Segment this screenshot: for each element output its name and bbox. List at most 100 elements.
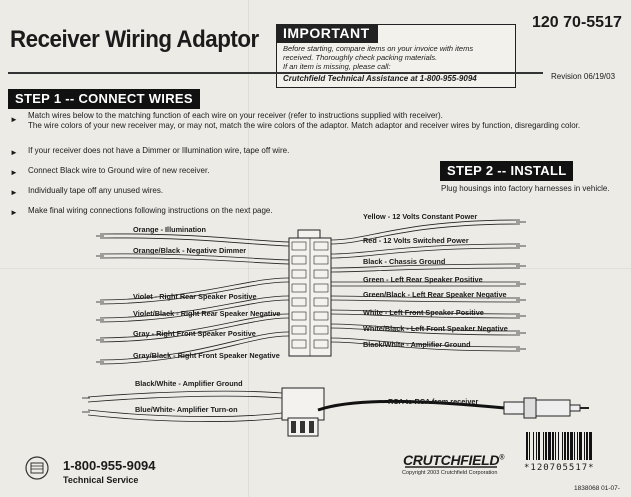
bullet-arrow-icon: ► [10, 115, 18, 124]
crutchfield-logo: CRUTCHFIELD® [403, 452, 504, 468]
step2-instruction: Plug housings into factory harnesses in … [441, 184, 610, 193]
harness-pin [313, 241, 329, 251]
wire-label-left-3: Violet - Right Rear Speaker Positive [133, 292, 257, 301]
wire-line [330, 247, 521, 259]
barcode-bar [536, 432, 537, 460]
wire-line [330, 219, 521, 241]
barcode-icon [526, 432, 592, 460]
barcode-bar [545, 432, 547, 460]
important-heading: IMPORTANT [276, 24, 378, 43]
bullet-arrow-icon: ► [10, 208, 18, 217]
wire-label-right-1: Yellow - 12 Volts Constant Power [363, 212, 478, 221]
wire-label-right-5: Green/Black - Left Rear Speaker Negative [363, 290, 507, 299]
wire-line [99, 233, 291, 243]
harness-pin [313, 283, 329, 293]
harness-pin [291, 255, 307, 265]
lower-wires [82, 390, 283, 422]
harness-pin [291, 241, 307, 251]
recycle-icon [25, 456, 49, 480]
logo-word: CRUTCHFIELD [403, 452, 500, 468]
wire-line [99, 237, 291, 247]
step1-heading: STEP 1 -- CONNECT WIRES [8, 89, 200, 109]
technical-assistance-line: Crutchfield Technical Assistance at 1-80… [283, 74, 477, 83]
wire-line [99, 299, 291, 323]
wire-line [99, 313, 291, 339]
harness-pin [313, 269, 329, 279]
barcode-bar [529, 432, 530, 460]
paper-fold-vertical [248, 0, 249, 497]
wire-line [330, 309, 521, 315]
wire-label-right-8: Black/White - Amplifier Ground [363, 340, 471, 349]
left-wire-group [96, 233, 291, 365]
barcode-bar [570, 432, 573, 460]
barcode-bar [533, 432, 534, 460]
barcode-bar [586, 432, 588, 460]
barcode-bar [567, 432, 569, 460]
harness-connector [288, 229, 332, 357]
page-title: Receiver Wiring Adaptor [10, 26, 259, 53]
wire-label-left-5: Gray - Right Front Speaker Positive [133, 329, 256, 338]
wire-label-lower-1: Black/White - Amplifier Ground [135, 379, 243, 388]
wire-line [330, 295, 521, 299]
bullet-arrow-icon: ► [10, 168, 18, 177]
instruction-2: If your receiver does not have a Dimmer … [28, 146, 290, 155]
harness-pin [291, 339, 307, 349]
barcode-bar [555, 432, 556, 460]
wire-line [330, 299, 521, 303]
barcode-bar [538, 432, 540, 460]
wire-line [330, 337, 521, 348]
rca-label: RCA to RCA from receiver [388, 397, 479, 406]
important-line: Before starting, compare items on your i… [283, 44, 474, 53]
part-number: 120 70-5517 [532, 14, 622, 31]
wire-label-left-2: Orange/Black - Negative Dimmer [133, 246, 247, 255]
wire-line [330, 323, 521, 332]
wire-label-right-6: White - Left Front Speaker Positive [363, 308, 484, 317]
wire-line [330, 267, 521, 273]
harness-pin [291, 297, 307, 307]
amplifier-connector [281, 387, 325, 437]
rca-plug-icon [503, 397, 589, 419]
wire-label-left-6: Gray/Black - Right Front Speaker Negativ… [133, 351, 280, 360]
support-phone: 1-800-955-9094 [63, 458, 156, 473]
instruction-3: Connect Black wire to Ground wire of new… [28, 166, 210, 175]
wire-label-right-2: Red - 12 Volts Switched Power [363, 236, 469, 245]
wire-line [99, 335, 291, 365]
important-line: received. Thoroughly check packing mater… [283, 53, 438, 62]
barcode-bar [589, 432, 592, 460]
harness-pin [291, 311, 307, 321]
barcode-bar [543, 432, 544, 460]
wire-label-left-4: Violet/Black - Right Rear Speaker Negati… [133, 309, 281, 318]
rca-cable [317, 399, 506, 412]
wire-line [99, 277, 291, 301]
instruction-4: Individually tape off any unused wires. [28, 186, 164, 195]
instruction-1: Match wires below to the matching functi… [28, 111, 580, 131]
wire-line [99, 295, 291, 319]
wire-label-right-7: White/Black - Left Front Speaker Negativ… [363, 324, 508, 333]
barcode-bar [584, 432, 585, 460]
wire-label-lower-2: Blue/White- Amplifier Turn-on [135, 405, 238, 414]
barcode-bar [526, 432, 528, 460]
wire-line [99, 317, 291, 343]
barcode-bar [574, 432, 575, 460]
important-notice: IMPORTANT Before starting, compare items… [276, 24, 516, 88]
harness-pin [313, 297, 329, 307]
harness-pin [291, 325, 307, 335]
instruction-5: Make final wiring connections following … [28, 206, 273, 215]
wire-label-right-4: Green - Left Rear Speaker Positive [363, 275, 483, 284]
barcode-bar [552, 432, 554, 460]
bullet-arrow-icon: ► [10, 188, 18, 197]
wire-line [330, 341, 521, 352]
wire-line [330, 327, 521, 336]
bullet-arrow-icon: ► [10, 148, 18, 157]
instruction-line: Match wires below to the matching functi… [28, 111, 443, 120]
harness-pin [291, 269, 307, 279]
wire-line [330, 263, 521, 269]
logo-registered-mark: ® [499, 454, 505, 462]
step2-heading: STEP 2 -- INSTALL [440, 161, 574, 181]
barcode-bar [564, 432, 566, 460]
important-line: If an item is missing, please call: [283, 62, 391, 71]
harness-pin [291, 283, 307, 293]
wire-line [99, 331, 291, 361]
barcode-bar [577, 432, 578, 460]
